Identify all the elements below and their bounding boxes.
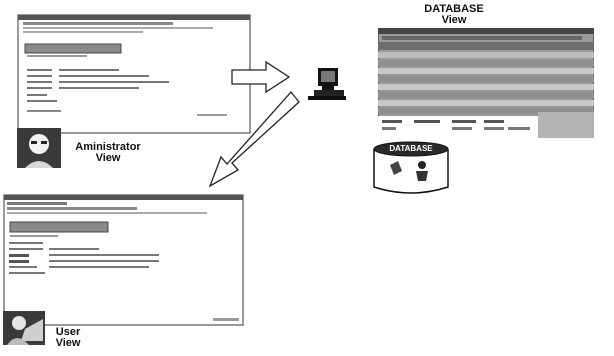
user-view-label: User View xyxy=(46,327,90,349)
database-screen xyxy=(378,28,594,138)
administrator-view-label: Aministrator View xyxy=(64,142,152,164)
arrows xyxy=(200,60,320,200)
database-cylinder: DATABASE xyxy=(372,141,450,197)
administrator-view-label-line2: View xyxy=(64,153,152,164)
computer-icon xyxy=(308,66,348,104)
arrow-down-left xyxy=(210,92,299,186)
user-avatar xyxy=(3,311,45,345)
database-badge-text: DATABASE xyxy=(378,143,444,155)
administrator-avatar xyxy=(17,128,61,168)
database-view-label-line2: View xyxy=(414,15,494,26)
user-screen xyxy=(3,194,244,326)
arrow-right xyxy=(232,62,289,92)
database-view-label: DATABASE View xyxy=(414,4,494,26)
user-view-label-line2: View xyxy=(46,338,90,349)
